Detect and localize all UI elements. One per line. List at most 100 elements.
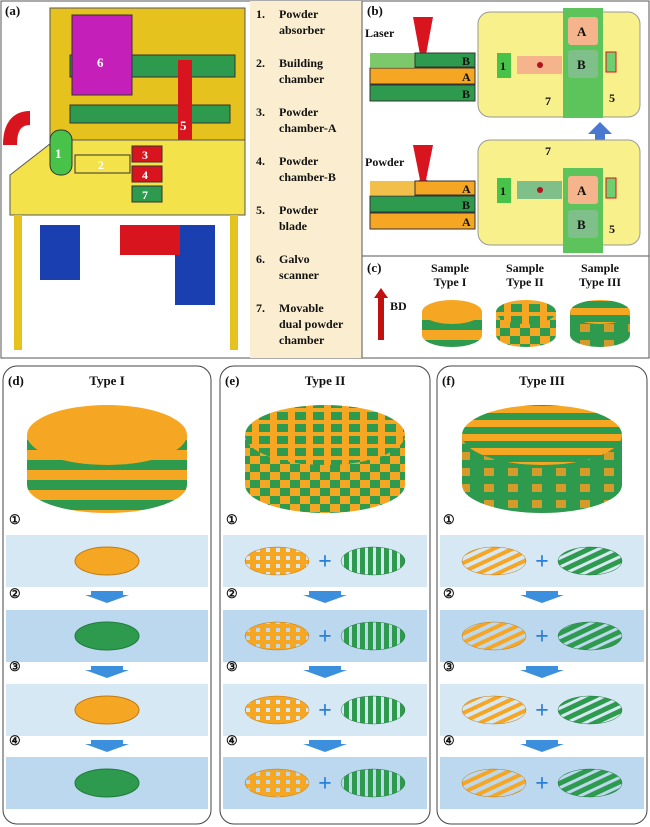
panel-label: (d) xyxy=(8,373,24,388)
process-step-1: ①+ xyxy=(440,512,644,587)
plus-sign: + xyxy=(535,698,549,724)
absorber xyxy=(497,178,511,203)
step-number: ③ xyxy=(9,659,21,674)
sample-type-label: Type I xyxy=(434,275,467,289)
down-arrow-icon xyxy=(520,666,564,678)
legend-item: 7. Movable dual powder chamber xyxy=(256,301,344,347)
legend-num: 3. xyxy=(256,105,265,119)
machine-table xyxy=(9,139,246,216)
machine-label-3: 3 xyxy=(142,148,148,162)
step-number: ③ xyxy=(226,659,238,674)
legend-text: absorber xyxy=(279,23,326,37)
sample-type-label: Sample xyxy=(581,261,620,275)
layer-b-pattern xyxy=(340,621,406,651)
chamber-a-label: A xyxy=(577,183,587,198)
legend-list: 1. Powder absorber 2. Building chamber 3… xyxy=(256,7,344,347)
layer-a-pattern xyxy=(461,768,527,798)
step-number: ① xyxy=(226,512,238,527)
layer-a xyxy=(369,212,476,230)
legend-item: 1. Powder absorber xyxy=(256,7,326,37)
process-step-2: ② xyxy=(6,586,208,662)
table-leg xyxy=(14,215,22,350)
panel-c-samples: (c) BD Sample Type I Sample Type II Samp… xyxy=(367,260,630,347)
legend-item: 4. Powder chamber-B xyxy=(256,154,336,184)
melt-point xyxy=(537,62,543,68)
laser-label: Laser xyxy=(365,26,395,40)
step-number: ④ xyxy=(226,733,238,748)
down-arrow-icon xyxy=(303,666,347,678)
legend-text: Powder xyxy=(279,154,319,168)
panel-label-c: (c) xyxy=(367,260,381,275)
panel-label: (f) xyxy=(442,373,455,388)
panel-label: (e) xyxy=(225,373,239,388)
absorber-label: 1 xyxy=(500,184,506,198)
plus-sign: + xyxy=(535,549,549,575)
galvo-scanner xyxy=(71,14,133,96)
process-step-4: ④+ xyxy=(223,733,427,809)
dual-powder-chamber xyxy=(131,185,163,203)
build-direction-arrow-icon xyxy=(374,288,388,340)
layer-disc xyxy=(74,768,140,798)
absorber xyxy=(497,53,511,78)
legend-num: 6. xyxy=(256,252,265,266)
sample-type-label: Sample xyxy=(506,261,545,275)
plus-sign: + xyxy=(535,771,549,797)
layer-a-pattern xyxy=(461,546,527,576)
blade xyxy=(605,51,617,73)
legend-text: chamber-A xyxy=(279,121,337,135)
powder-particles xyxy=(370,53,415,67)
legend-panel xyxy=(250,1,362,358)
step-number: ① xyxy=(9,512,21,527)
layer-label: A xyxy=(462,70,471,84)
down-arrow-icon xyxy=(85,740,129,752)
legend-text: Powder xyxy=(279,203,319,217)
process-step-1: ① xyxy=(6,512,208,587)
powder-particles xyxy=(370,181,415,195)
layer-a-pattern xyxy=(244,546,310,576)
machine-label-5: 5 xyxy=(180,118,187,133)
sample-cylinder xyxy=(462,405,622,513)
down-arrow-icon xyxy=(520,591,564,603)
absorber-label: 1 xyxy=(500,59,506,73)
layer-label: A xyxy=(462,182,471,196)
powder-absorber xyxy=(49,129,73,176)
building-chamber xyxy=(74,154,131,174)
layer-a-pattern xyxy=(244,768,310,798)
legend-text: blade xyxy=(279,219,308,233)
legend-item: 2. Building chamber xyxy=(256,56,325,86)
machine-label-7: 7 xyxy=(142,188,148,202)
chamber-b-label: B xyxy=(577,217,586,232)
legend-num: 2. xyxy=(256,56,265,70)
layer-a xyxy=(369,67,476,85)
layer-a-pattern xyxy=(461,621,527,651)
layer-b-pattern xyxy=(557,546,623,576)
layer-disc xyxy=(74,695,140,725)
chamber-b-label: B xyxy=(577,57,586,72)
legend-text: Powder xyxy=(279,7,319,21)
down-arrow-icon xyxy=(85,666,129,678)
legend-num: 4. xyxy=(256,154,265,168)
plus-sign: + xyxy=(318,624,332,650)
process-step-2: ②+ xyxy=(223,586,427,662)
legend-text: chamber xyxy=(279,333,325,347)
legend-item: 5. Powder blade xyxy=(256,203,319,233)
legend-text: Building xyxy=(279,56,323,70)
layer-b xyxy=(414,52,476,68)
sample-type-3 xyxy=(570,300,630,347)
melt-point xyxy=(537,187,543,193)
column-title: Type III xyxy=(519,373,565,388)
laser-beam-icon xyxy=(413,145,433,185)
legend-text: Powder xyxy=(279,105,319,119)
rail-lower xyxy=(69,104,231,124)
panel-a-machine: (a) 6 5 1 2 3 4 7 xyxy=(3,3,246,350)
machine-block xyxy=(120,225,180,255)
chamber-a xyxy=(568,176,598,204)
process-step-4: ④ xyxy=(6,733,208,809)
process-column-2: (e)Type II①+②+③+④+ xyxy=(219,365,431,825)
down-arrow-icon xyxy=(303,591,347,603)
layer-label: A xyxy=(462,215,471,229)
layer-label: B xyxy=(462,87,470,101)
layer-label: B xyxy=(462,198,470,212)
